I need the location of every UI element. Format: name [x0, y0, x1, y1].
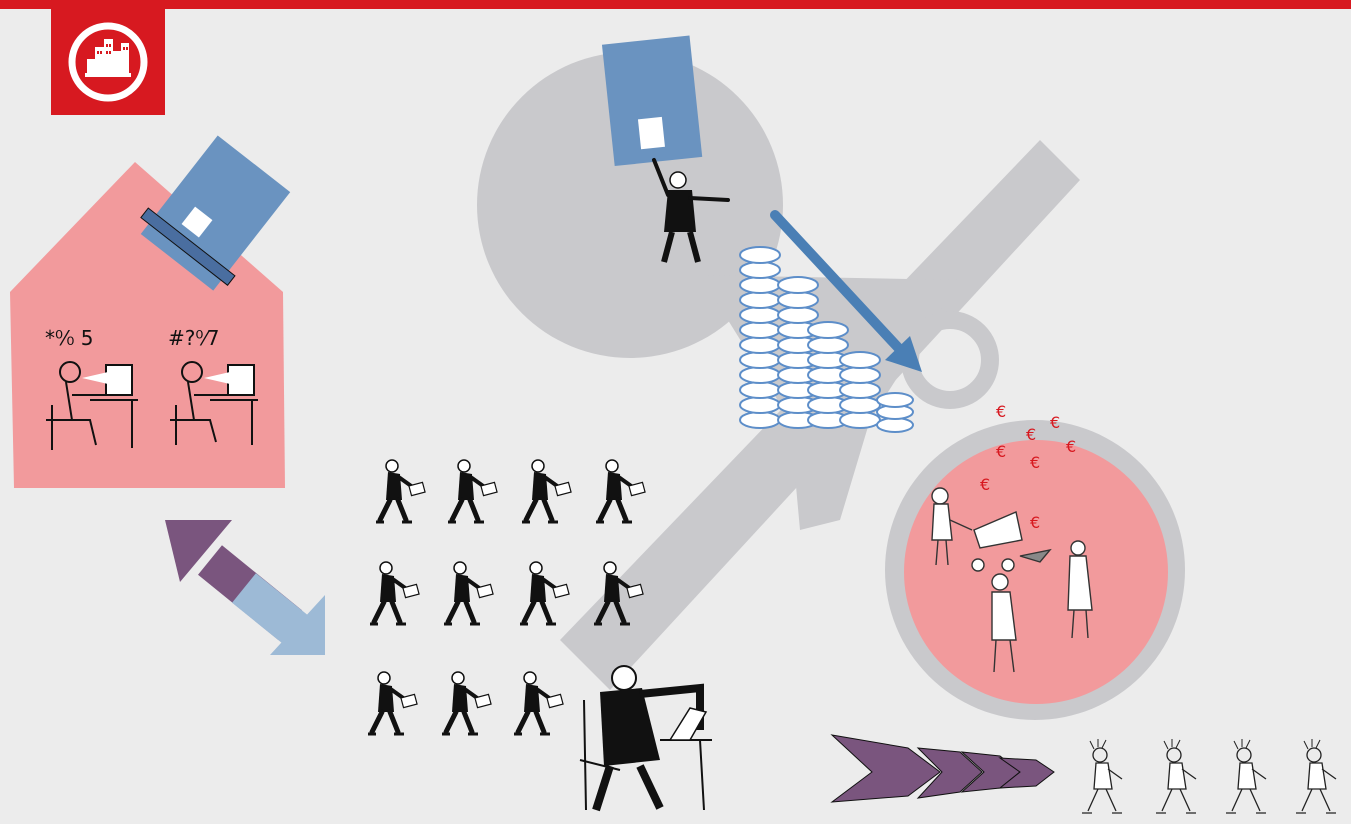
- double-arrow: [165, 520, 325, 655]
- home-voting-house: *⁰⁄₀ 5 #?⁰⁄7: [10, 135, 291, 488]
- ballot-presenter: [601, 35, 730, 263]
- voter-person-left: *⁰⁄₀ 5: [45, 326, 138, 450]
- svg-text:*⁰⁄₀ 5: *⁰⁄₀ 5: [45, 326, 93, 350]
- outline-walkers: [1081, 738, 1337, 814]
- euro-symbol: €: [996, 402, 1006, 421]
- euro-symbol: €: [1026, 425, 1036, 444]
- coin-stacks: [739, 246, 914, 433]
- worker-at-desk: [579, 665, 712, 812]
- euro-symbol: €: [1030, 453, 1040, 472]
- city-skyline-icon: [68, 22, 148, 102]
- euro-symbol: €: [1066, 437, 1076, 456]
- euro-symbol: €: [1050, 413, 1060, 432]
- ballot-card-house: [140, 135, 291, 291]
- brand-logo[interactable]: [51, 9, 165, 115]
- top-brand-bar: [0, 0, 1351, 9]
- voter-person-right: #?⁰⁄7: [168, 326, 258, 445]
- euro-symbol: €: [996, 442, 1006, 461]
- euro-symbol: €: [1030, 513, 1040, 532]
- progress-chevrons: [830, 734, 1055, 803]
- svg-text:#?⁰⁄7: #?⁰⁄7: [168, 326, 219, 350]
- blue-down-arrow: [770, 210, 922, 372]
- euro-symbol: €: [980, 475, 990, 494]
- family-circle: € € € € € € € €: [904, 402, 1168, 704]
